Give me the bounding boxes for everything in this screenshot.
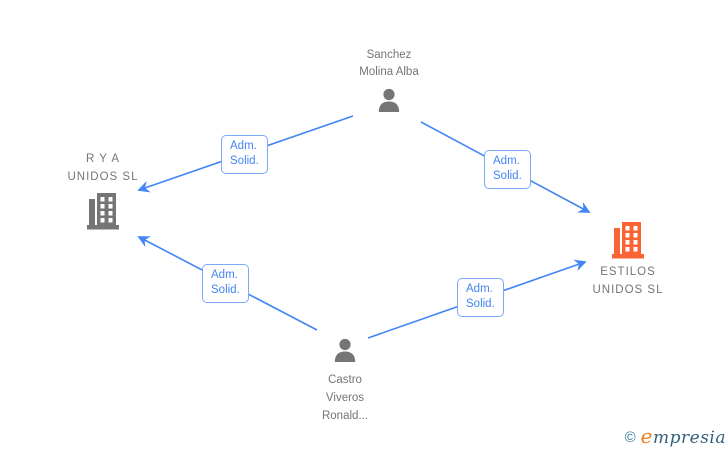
company-name: R Y A UNIDOS SL: [67, 153, 139, 183]
person-icon: [334, 338, 356, 362]
brand-logo-text: empresia: [640, 424, 726, 448]
edge-label-adm-solid-1: Adm. Solid.: [221, 135, 268, 174]
edge-label-adm-solid-2: Adm. Solid.: [484, 150, 531, 189]
node-company-estilos[interactable]: ESTILOS UNIDOS SL: [558, 221, 698, 299]
person-name: Sanchez Molina Alba: [359, 49, 419, 78]
empresia-watermark: © empresia: [625, 426, 726, 448]
node-person-castro[interactable]: Castro Viveros Ronald...: [275, 337, 415, 425]
building-icon-highlighted: [612, 222, 644, 259]
person-name: Castro Viveros Ronald...: [321, 374, 369, 422]
node-company-rya[interactable]: R Y A UNIDOS SL: [33, 150, 173, 230]
node-person-sanchez[interactable]: Sanchez Molina Alba: [309, 47, 469, 115]
building-icon: [87, 193, 119, 230]
company-name: ESTILOS UNIDOS SL: [592, 266, 664, 296]
edge-label-adm-solid-3: Adm. Solid.: [202, 264, 249, 303]
person-icon: [378, 88, 400, 112]
edge-label-adm-solid-4: Adm. Solid.: [457, 278, 504, 317]
copyright-icon: ©: [624, 428, 636, 446]
